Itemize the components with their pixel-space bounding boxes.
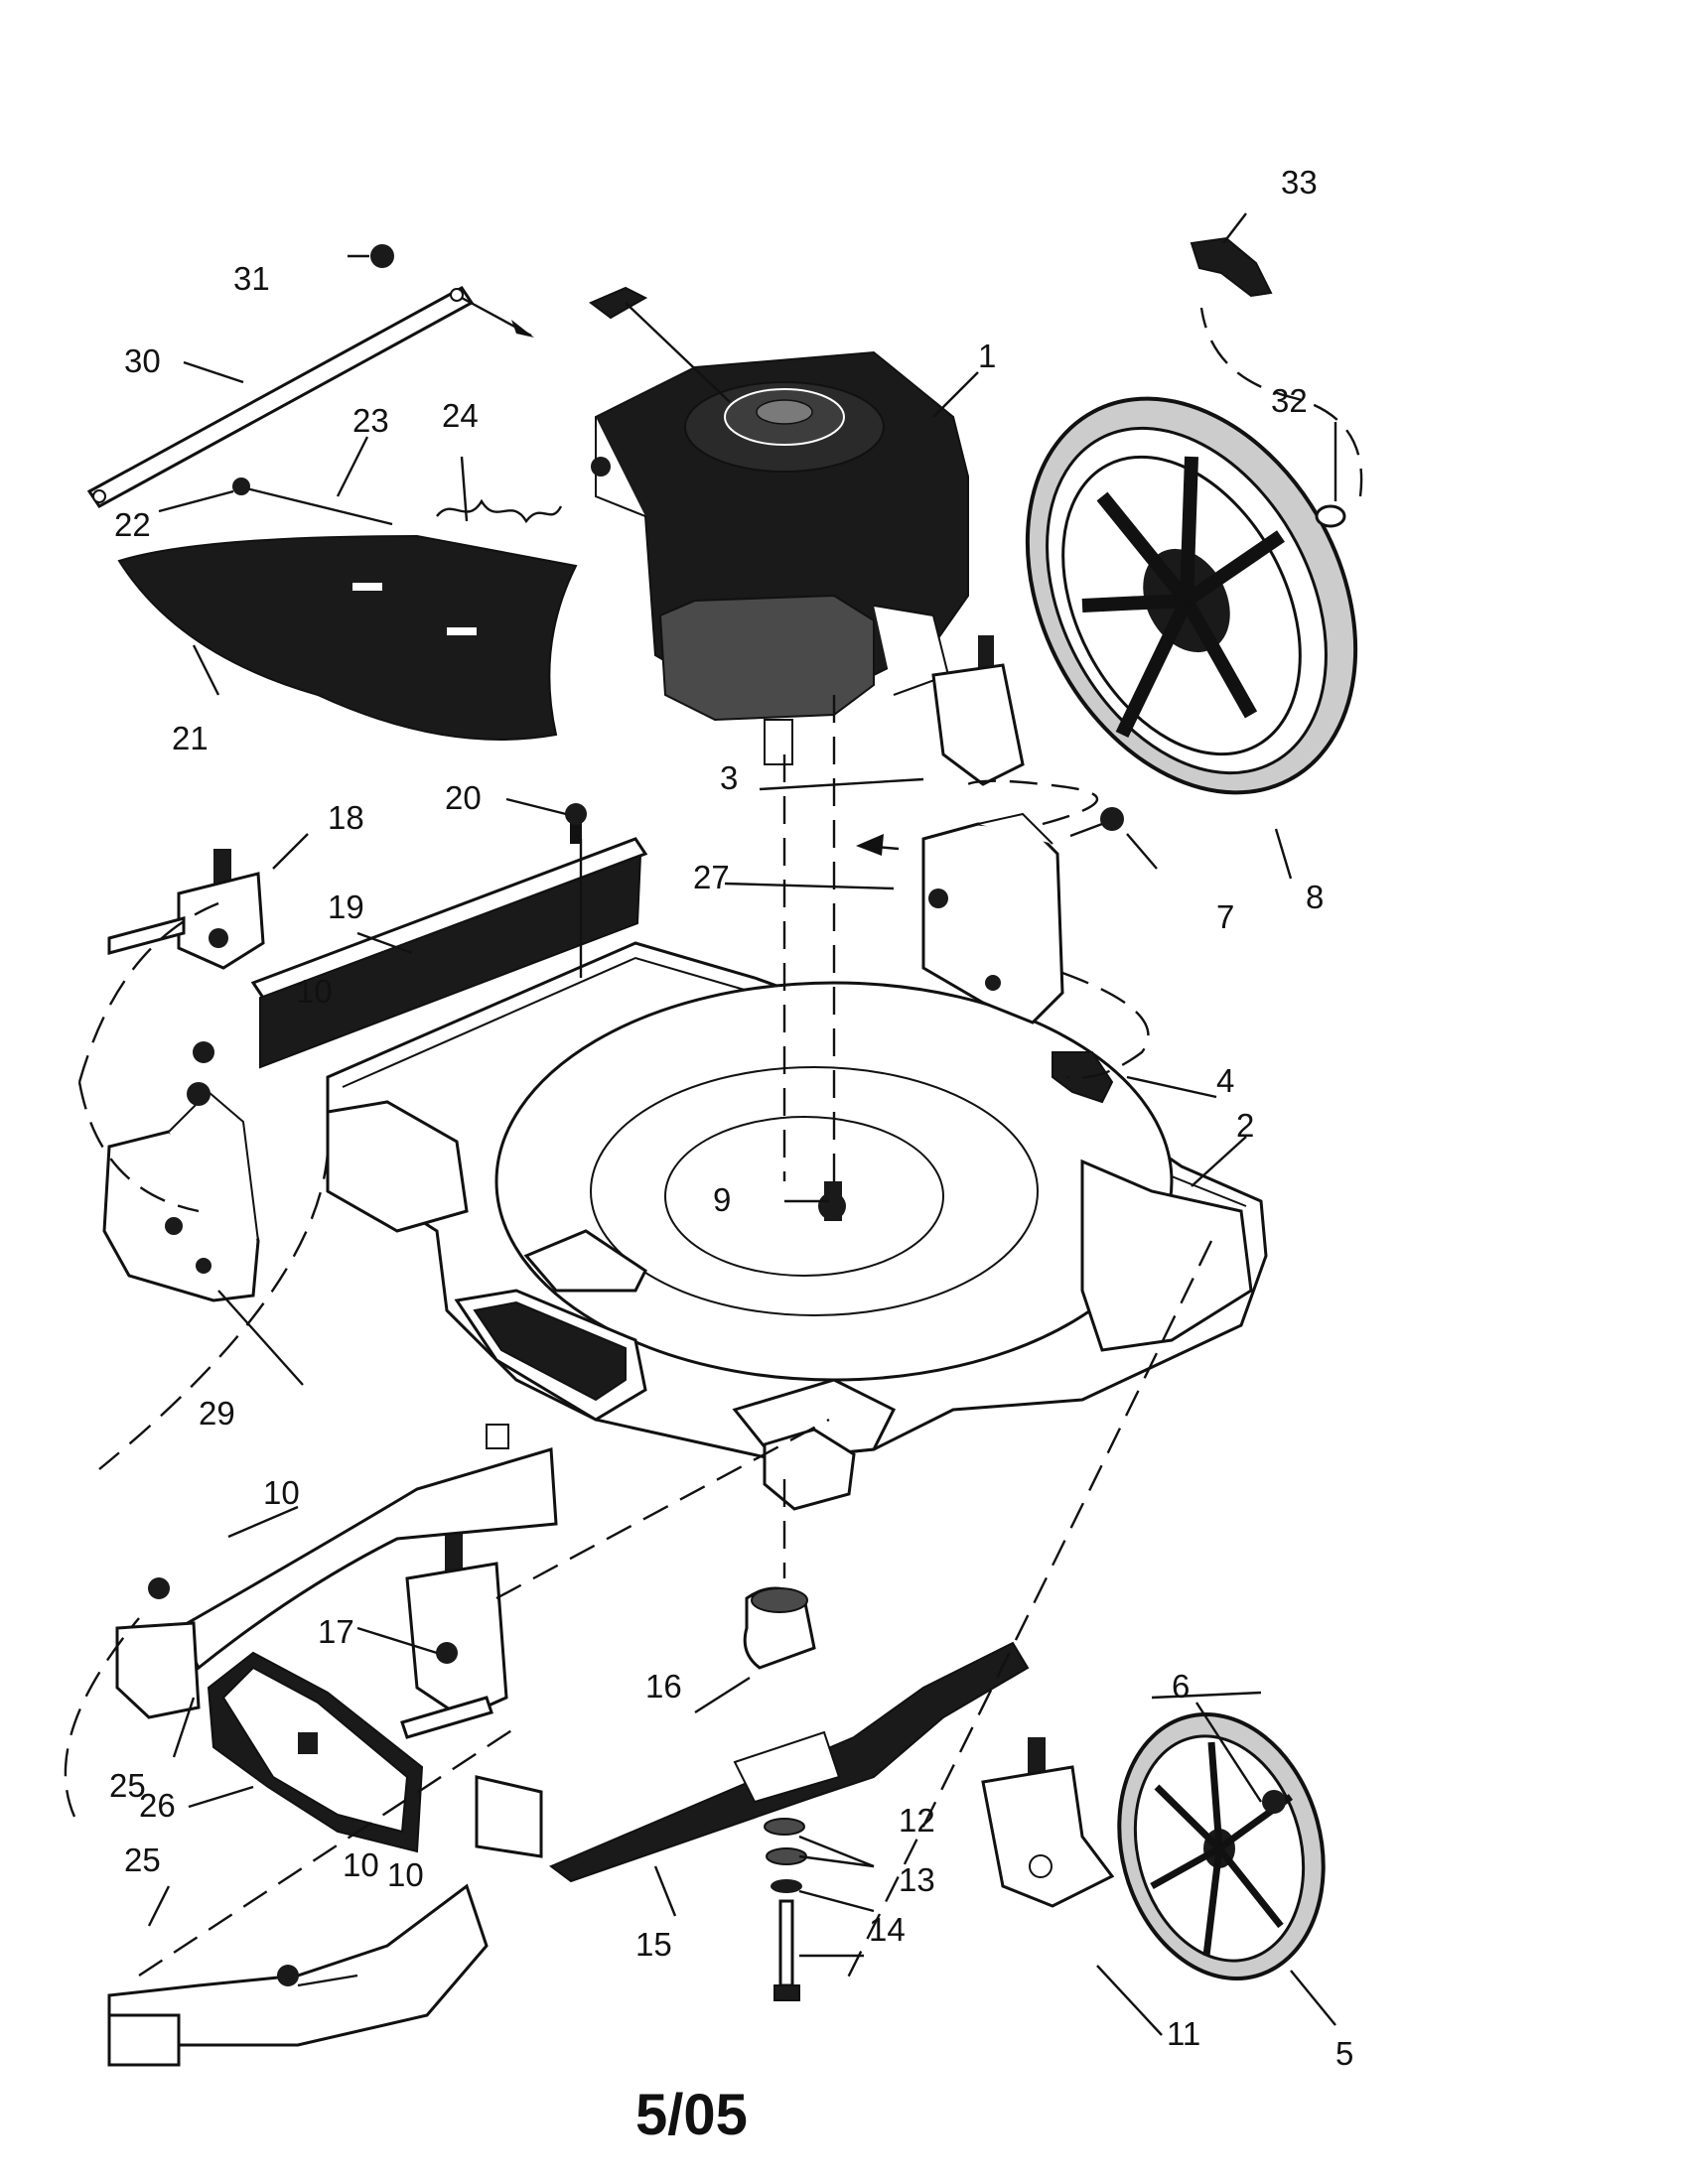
right-side-plate [856,807,1124,1024]
engine [589,286,969,765]
callout-6: 6 [1172,1668,1190,1705]
callout-33: 33 [1281,164,1318,201]
front-wheel [1117,1712,1326,1980]
callout-14: 14 [869,1911,906,1948]
callout-12: 12 [899,1802,935,1839]
callout-7: 7 [1216,898,1234,935]
callout-10a: 10 [296,973,333,1010]
height-adjuster-front-left [400,1534,508,1739]
date-label: 5/05 [635,2083,748,2147]
callout-5: 5 [1335,2035,1353,2072]
rear-bar [86,244,534,508]
callout-22: 22 [114,506,151,543]
callout-2: 2 [1236,1107,1254,1144]
callout-11: 11 [1167,2015,1200,2052]
height-adjuster-rear-left [107,849,265,970]
left-side-plate [102,1041,260,1302]
callout-9: 9 [713,1181,731,1218]
mower-deck [326,941,1268,1511]
callout-10c: 10 [387,1856,424,1893]
rear-wheel [1025,396,1358,795]
callout-10b: 10 [263,1474,300,1511]
mulch-plug [207,1651,424,1853]
callout-10d: 10 [343,1846,379,1883]
callout-30: 30 [124,342,161,379]
blade-assembly [549,1586,1030,2001]
callout-18: 18 [328,799,364,836]
callout-19: 19 [328,888,364,925]
callout-26: 26 [139,1787,176,1824]
height-adjuster-rear-right [931,635,1025,786]
callout-29: 29 [199,1395,235,1432]
callout-13: 13 [899,1861,935,1898]
callout-4: 4 [1216,1062,1234,1099]
callout-3: 3 [720,759,738,796]
rear-flap [117,478,578,741]
height-adjuster-front-right [981,1737,1115,1908]
small-hardware [187,236,1346,1814]
callout-31: 31 [233,260,270,297]
lower-cover [107,1775,543,2067]
callout-16: 16 [645,1668,682,1705]
side-discharge-cover [115,1424,558,1719]
callout-1: 1 [978,338,996,374]
callout-20: 20 [445,779,482,816]
rear-baffle [250,803,648,1069]
callout-25a: 25 [109,1767,146,1804]
leader-lines [147,212,1337,2036]
callout-27: 27 [693,859,730,895]
callout-8: 8 [1306,879,1324,915]
callout-17: 17 [318,1613,354,1650]
part-callouts: 1 2 3 4 5 6 7 8 9 10 10 10 10 11 12 13 1… [109,164,1353,2147]
callout-21: 21 [172,720,209,756]
callout-23: 23 [352,402,389,439]
assembly-lines [64,307,1363,1986]
callout-24: 24 [442,397,479,434]
callout-15: 15 [635,1926,672,1963]
callout-32: 32 [1271,382,1308,419]
callout-25b: 25 [124,1842,161,1878]
